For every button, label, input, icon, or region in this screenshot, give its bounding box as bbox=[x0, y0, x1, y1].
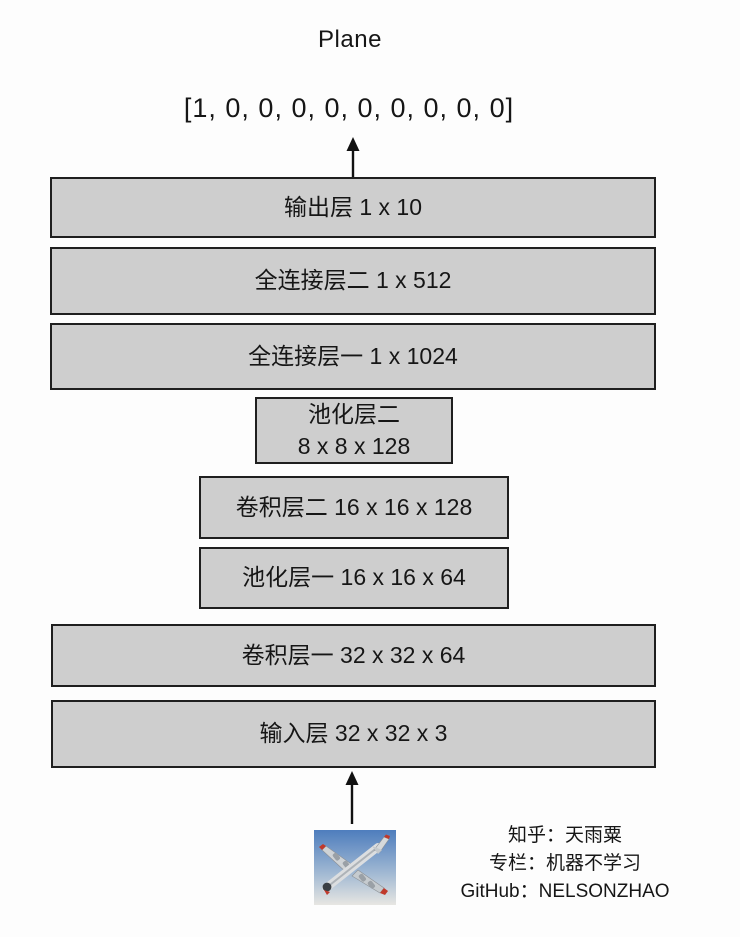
layer-label: 输出层 1 x 10 bbox=[283, 193, 423, 220]
layer-box-conv1: 卷积层一 32 x 32 x 64 bbox=[51, 624, 656, 687]
credits: 知乎：天雨粟 专栏：机器不学习 GitHub：NELSONZHAO bbox=[424, 822, 706, 906]
layer-box-conv2: 卷积层二 16 x 16 x 128 bbox=[199, 476, 509, 539]
layer-box-input: 输入层 32 x 32 x 3 bbox=[51, 700, 656, 768]
layer-box-pool1: 池化层一 16 x 16 x 64 bbox=[199, 547, 509, 609]
arrow-up-icon bbox=[346, 137, 360, 177]
output-one-hot-vector: [1, 0, 0, 0, 0, 0, 0, 0, 0, 0] bbox=[183, 93, 515, 123]
credit-column: 专栏：机器不学习 bbox=[488, 853, 641, 874]
layer-label: 卷积层一 32 x 32 x 64 bbox=[241, 641, 466, 668]
layer-label: 池化层一 16 x 16 x 64 bbox=[242, 564, 466, 591]
prediction-class-label: Plane bbox=[318, 26, 382, 53]
layer-label: 池化层二 bbox=[308, 401, 400, 428]
arrow-up-icon bbox=[345, 771, 359, 824]
layer-label: 全连接层二 1 x 512 bbox=[254, 267, 452, 294]
layer-label: 输入层 32 x 32 x 3 bbox=[259, 720, 448, 747]
layer-label: 卷积层二 16 x 16 x 128 bbox=[235, 493, 473, 520]
layer-box-output: 输出层 1 x 10 bbox=[50, 177, 656, 238]
credit-zhihu: 知乎：天雨粟 bbox=[507, 825, 622, 846]
credit-github: GitHub：NELSONZHAO bbox=[460, 881, 670, 902]
airplane-image bbox=[314, 830, 396, 905]
layer-box-fc2: 全连接层二 1 x 512 bbox=[50, 247, 656, 315]
layer-box-fc1: 全连接层一 1 x 1024 bbox=[50, 323, 656, 390]
layer-label: 全连接层一 1 x 1024 bbox=[248, 342, 458, 369]
layer-box-pool2: 池化层二 8 x 8 x 128 bbox=[255, 397, 453, 464]
layer-size: 8 x 8 x 128 bbox=[297, 432, 411, 459]
